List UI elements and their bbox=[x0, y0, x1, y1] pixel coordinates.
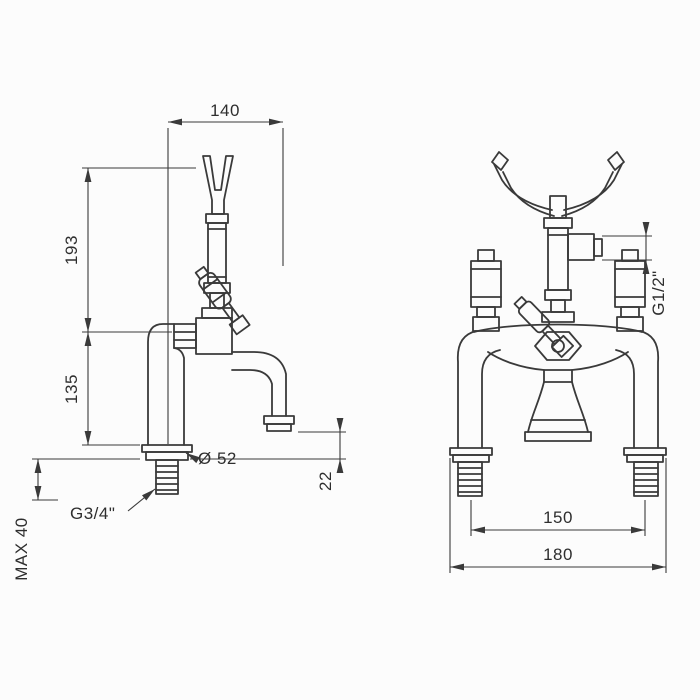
handle-left-front bbox=[470, 249, 502, 332]
dim-reach-label: 140 bbox=[210, 101, 240, 120]
spout-side bbox=[231, 351, 295, 432]
riser-column-side bbox=[201, 213, 233, 319]
dim-inlet-thread-label: G3/4" bbox=[70, 504, 115, 523]
dim-spout-clearance-22 bbox=[190, 418, 346, 473]
handset-cradle-side bbox=[202, 155, 234, 215]
diverter-lever-front bbox=[513, 295, 575, 358]
front-view bbox=[449, 151, 667, 497]
dim-lower-height-135 bbox=[82, 332, 140, 446]
mounting-leg-right-front bbox=[615, 330, 667, 497]
dim-max-deck-40 bbox=[32, 458, 140, 501]
dim-spout-clearance-label: 22 bbox=[316, 471, 335, 491]
shower-outlet-front bbox=[567, 233, 603, 261]
handset-cradle-front bbox=[491, 151, 625, 219]
dim-outlet-thread-label: G1/2" bbox=[649, 270, 668, 315]
dim-inlet-thread-leader bbox=[127, 488, 156, 512]
dim-reach-140 bbox=[167, 118, 284, 444]
spout-bell-front bbox=[524, 369, 592, 442]
dim-outlet-thread-g12 bbox=[602, 222, 652, 274]
dim-overall-width-180 bbox=[449, 458, 667, 573]
dim-inlet-centres-150 bbox=[470, 500, 646, 536]
dimensions-front-view: G1/2" 150 180 bbox=[449, 222, 668, 573]
mounting-leg-left-front bbox=[449, 330, 501, 497]
dim-max-deck-label: MAX 40 bbox=[12, 517, 31, 580]
handle-right-front bbox=[614, 249, 646, 332]
dim-flange-diameter-leader bbox=[185, 452, 200, 464]
side-view bbox=[141, 155, 295, 495]
dim-overall-width-label: 180 bbox=[543, 545, 573, 564]
dim-upper-height-label: 193 bbox=[62, 235, 81, 265]
lever-handle-side bbox=[194, 265, 251, 336]
valve-body-side bbox=[173, 317, 233, 355]
dim-inlet-centres-label: 150 bbox=[543, 508, 573, 527]
dim-lower-height-label: 135 bbox=[62, 374, 81, 404]
dimensions-side-view: 140 193 135 MAX 40 G3/4" Ø 52 bbox=[12, 101, 346, 581]
dim-upper-height-193 bbox=[82, 167, 196, 333]
mounting-leg-side bbox=[141, 323, 193, 495]
